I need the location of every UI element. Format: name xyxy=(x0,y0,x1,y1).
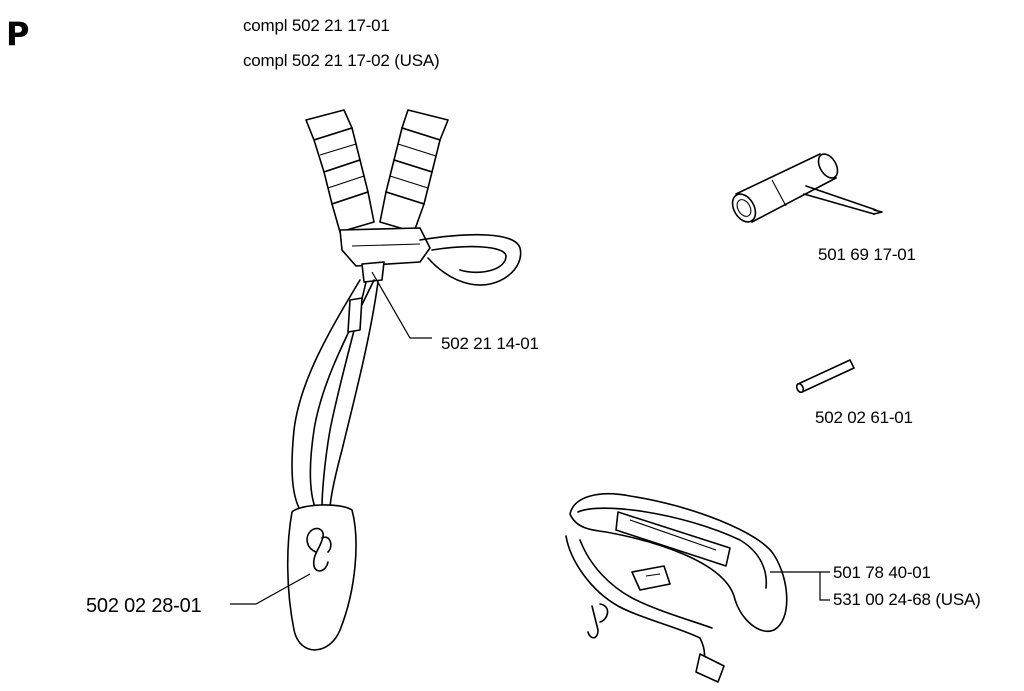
hip-pad-hook-part-number: 502 02 28-01 xyxy=(86,595,202,617)
hip-pad-leader-line xyxy=(770,571,830,601)
hook-leader-line xyxy=(230,573,311,605)
section-letter: P xyxy=(6,15,30,53)
hip-pad-drawing xyxy=(565,492,788,683)
buckle-leader-line xyxy=(371,271,432,339)
harness-buckle-part-number: 502 21 14-01 xyxy=(441,334,539,353)
hip-pad-part-number: 501 78 40-01 xyxy=(833,563,931,582)
pin-drawing xyxy=(795,359,855,394)
pin-part-number: 502 02 61-01 xyxy=(815,408,913,427)
hip-pad-usa-part-number: 531 00 24-68 (USA) xyxy=(833,590,981,609)
harness-drawing xyxy=(286,109,522,651)
combination-wrench-part-number: 501 69 17-01 xyxy=(818,245,916,264)
kit-number-usa-label: compl 502 21 17-02 (USA) xyxy=(243,51,440,70)
kit-number-label: compl 502 21 17-01 xyxy=(243,16,390,35)
combination-wrench-drawing xyxy=(731,153,883,223)
